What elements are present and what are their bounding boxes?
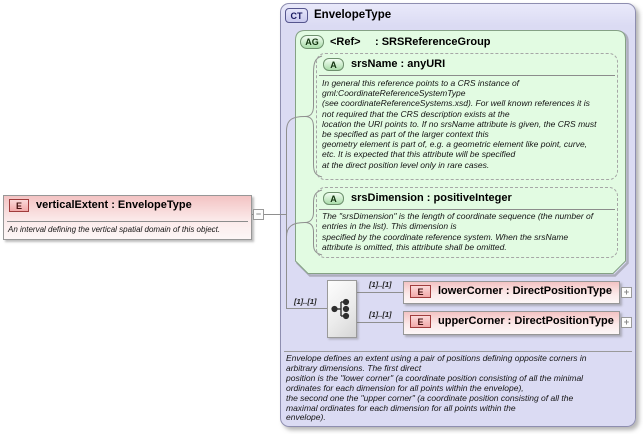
sequence-cardinality: [1]..[1] xyxy=(294,297,317,306)
attribute-srsdimension-title: srsDimension : positiveInteger xyxy=(351,192,512,204)
complex-type-doc: Envelope defines an extent using a pair … xyxy=(286,353,587,423)
expand-toggle-icon[interactable]: + xyxy=(621,287,632,298)
verticalextent-divider xyxy=(7,221,248,222)
complex-type-doc-divider xyxy=(284,351,632,352)
element-uppercorner-title: upperCorner : DirectPositionType xyxy=(438,315,614,327)
sequence-icon[interactable] xyxy=(327,280,357,338)
element-badge: E xyxy=(9,199,29,212)
collapse-toggle-icon[interactable]: − xyxy=(253,209,264,220)
attribute-srsname-doc: In general this reference points to a CR… xyxy=(322,78,597,170)
attribute-srsdimension-doc: The "srsDimension" is the length of coor… xyxy=(322,211,594,252)
element-verticalextent-title: verticalExtent : EnvelopeType xyxy=(36,199,192,211)
attribute-badge: A xyxy=(323,192,344,205)
lowercorner-cardinality: [1]..[1] xyxy=(369,280,392,289)
attribute-group-type: : SRSReferenceGroup xyxy=(375,36,491,48)
element-badge: E xyxy=(410,285,431,298)
element-lowercorner-title: lowerCorner : DirectPositionType xyxy=(438,285,612,297)
attribute-group-ref: <Ref> xyxy=(330,36,361,48)
element-badge: E xyxy=(410,315,431,328)
srsname-divider xyxy=(319,75,615,76)
srsdimension-divider xyxy=(319,209,615,210)
attribute-group-badge: AG xyxy=(300,35,324,49)
uppercorner-cardinality: [1]..[1] xyxy=(369,310,392,319)
attribute-srsname-title: srsName : anyURI xyxy=(351,58,446,70)
element-lowercorner-box[interactable] xyxy=(403,281,620,304)
complex-type-title: EnvelopeType xyxy=(314,9,392,21)
element-verticalextent-doc: An interval defining the vertical spatia… xyxy=(8,225,221,234)
complex-type-badge: CT xyxy=(285,8,308,23)
element-uppercorner-box[interactable] xyxy=(403,311,620,335)
expand-toggle-icon[interactable]: + xyxy=(621,317,632,328)
attribute-group-box xyxy=(295,30,629,277)
attribute-badge: A xyxy=(323,58,344,71)
element-verticalextent-box[interactable] xyxy=(3,195,252,240)
